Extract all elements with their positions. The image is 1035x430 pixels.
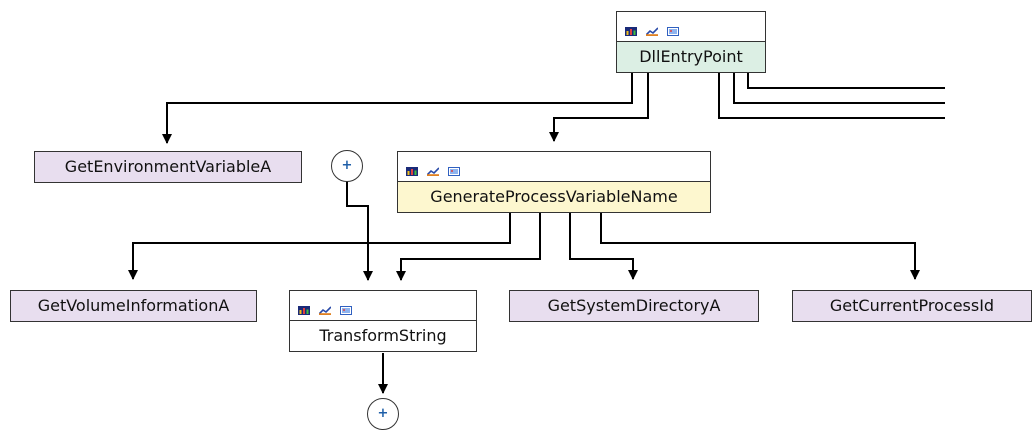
node-toolbar [290, 291, 476, 321]
line-chart-icon[interactable] [426, 161, 440, 180]
function-label: GenerateProcessVariableName [398, 182, 710, 212]
edge-generateprocessvariablename-to-getvolumeinformationa [128, 213, 511, 280]
edge-dllentrypoint-to-offscreen-1 [747, 73, 945, 89]
edge-generateprocessvariablename-to-transformstring [396, 213, 541, 281]
edge-expand-upper-to-transformstring [346, 181, 373, 281]
image-icon[interactable] [340, 300, 352, 319]
function-label: DllEntryPoint [617, 42, 765, 72]
api-node-getsystemdirectorya[interactable]: GetSystemDirectoryA [509, 290, 759, 322]
line-chart-icon[interactable] [645, 21, 659, 40]
edge-generateprocessvariablename-to-getcurrentprocessid [600, 213, 920, 280]
edge-dllentrypoint-to-generateprocessvariablename [549, 73, 649, 142]
line-chart-icon[interactable] [318, 300, 332, 319]
bar-chart-icon[interactable] [625, 21, 637, 40]
function-label: TransformString [290, 321, 476, 351]
expand-button-lower[interactable]: + [367, 398, 399, 430]
image-icon[interactable] [667, 21, 679, 40]
edge-dllentrypoint-to-offscreen-2 [733, 73, 945, 104]
node-toolbar [617, 12, 765, 42]
edge-dllentrypoint-to-getenvironmentvariablea [162, 73, 633, 144]
expand-button-upper[interactable]: + [331, 150, 363, 182]
api-node-getcurrentprocessid[interactable]: GetCurrentProcessId [792, 290, 1032, 322]
function-node-generateprocessvariablename[interactable]: GenerateProcessVariableName [397, 151, 711, 213]
function-node-dllentrypoint[interactable]: DllEntryPoint [616, 11, 766, 73]
bar-chart-icon[interactable] [298, 300, 310, 319]
edge-dllentrypoint-to-offscreen-3 [718, 73, 945, 119]
image-icon[interactable] [448, 161, 460, 180]
function-node-transformstring[interactable]: TransformString [289, 290, 477, 352]
node-toolbar [398, 152, 710, 182]
bar-chart-icon[interactable] [406, 161, 418, 180]
api-node-getvolumeinformationa[interactable]: GetVolumeInformationA [10, 290, 257, 322]
edge-generateprocessvariablename-to-getsystemdirectorya [569, 213, 638, 280]
api-node-getenvironmentvariablea[interactable]: GetEnvironmentVariableA [34, 151, 302, 183]
